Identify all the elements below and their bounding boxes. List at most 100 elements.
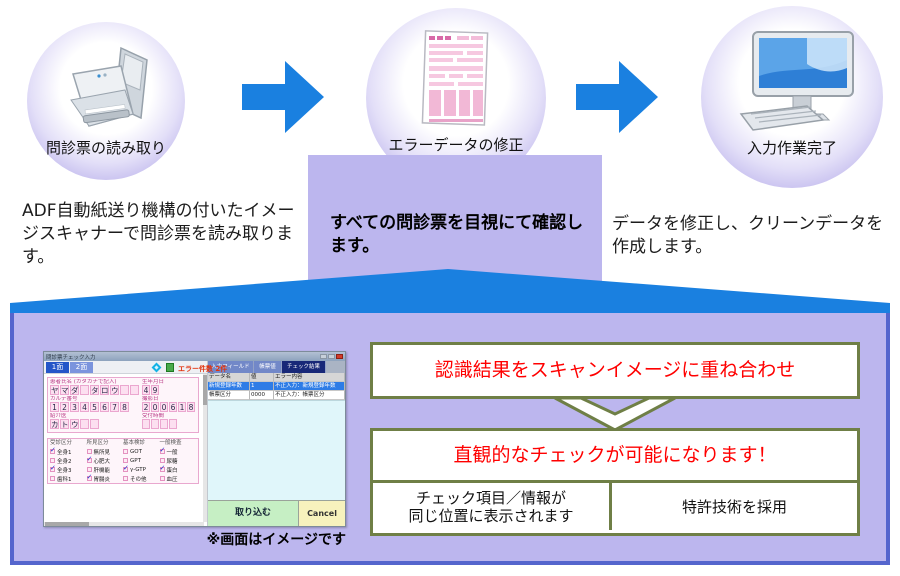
checkbox[interactable]: ✓ <box>86 455 93 463</box>
form-toolbar: 1面 2面 エラー件数 2件 <box>44 361 227 374</box>
diamond-icon <box>151 362 162 373</box>
checkbox-label: 蛋白 <box>166 467 178 474</box>
visual-check-note: すべての問診票を目視にて確認します。 <box>308 155 602 285</box>
checkbox[interactable] <box>50 476 55 481</box>
maximize-button[interactable] <box>328 354 335 359</box>
handwriting-cell[interactable]: 8 <box>187 402 195 412</box>
page-tab-2[interactable]: 2面 <box>70 362 93 373</box>
handwriting-cell[interactable] <box>80 385 89 395</box>
minimize-button[interactable] <box>320 354 327 359</box>
scanner-icon <box>70 46 148 127</box>
sheet-icon <box>166 363 174 372</box>
feature-cell-patent: 特許技術を採用 <box>681 497 787 516</box>
handwriting-cell[interactable]: ト <box>60 419 69 429</box>
checkbox-label: 胃腸炎 <box>93 476 111 483</box>
handwriting-cell[interactable]: ウ <box>110 385 119 395</box>
field-label: 生年月日 <box>142 379 165 385</box>
result-area <box>208 400 345 500</box>
checkbox-label: GOT <box>130 448 142 455</box>
checkbox[interactable]: ✓ <box>86 473 93 481</box>
handwriting-cell[interactable]: マ <box>60 385 69 395</box>
handwriting-cell[interactable]: ダ <box>70 385 79 395</box>
check-column-header: 基本検診 <box>123 440 146 446</box>
handwriting-cell[interactable]: タ <box>90 385 99 395</box>
cancel-button[interactable]: Cancel <box>299 501 345 526</box>
handwriting-cell[interactable]: 0 <box>151 402 159 412</box>
checkbox[interactable]: ✓ <box>159 464 166 472</box>
checkbox[interactable] <box>50 458 55 463</box>
step-label-edit: エラーデータの修正 <box>388 136 524 154</box>
checkbox-label: 歯科1 <box>57 476 72 483</box>
checkbox[interactable] <box>86 467 92 472</box>
handwriting-cell[interactable]: 9 <box>151 385 159 395</box>
checkbox-label: 肝機能 <box>93 467 111 474</box>
field-label: カルテ番号 <box>50 396 78 402</box>
checkbox[interactable] <box>159 476 165 481</box>
horizontal-scrollbar[interactable] <box>44 522 204 526</box>
panel-tab-check-result[interactable]: チェック結果 <box>282 361 326 373</box>
handwriting-cell[interactable]: 6 <box>100 402 109 412</box>
checkbox[interactable] <box>123 476 128 481</box>
handwriting-cell[interactable] <box>142 419 150 429</box>
checkbox[interactable] <box>123 449 128 454</box>
field-label: 受付時間 <box>142 413 165 419</box>
panel-tab-input-field[interactable]: 入力フィールド <box>208 361 254 373</box>
handwriting-cell[interactable]: 2 <box>142 402 150 412</box>
checkbox[interactable] <box>123 458 128 463</box>
handwriting-cell[interactable]: カ <box>50 419 59 429</box>
checkbox-label: 全身1 <box>57 449 72 456</box>
check-column-header: 一般検査 <box>159 440 182 446</box>
handwriting-cell[interactable]: 4 <box>80 402 89 412</box>
handwriting-cell[interactable]: 1 <box>178 402 186 412</box>
handwriting-cell[interactable] <box>151 419 159 429</box>
import-button[interactable]: 取り込む <box>208 501 299 526</box>
checkbox[interactable] <box>86 449 92 454</box>
checkbox-label: その他 <box>130 476 147 483</box>
handwriting-cell[interactable]: 2 <box>60 402 69 412</box>
step-label-scan: 問診票の読み取り <box>45 139 166 157</box>
field-label: 紹介医 <box>50 413 67 419</box>
handwriting-cell[interactable] <box>169 419 177 429</box>
benefit-box: 直観的なチェックが可能になります！ チェック項目／情報が 同じ位置に表示されます… <box>370 428 860 536</box>
page-tab-1[interactable]: 1面 <box>46 362 69 373</box>
handwriting-cell[interactable]: 6 <box>169 402 177 412</box>
checkbox-label: γ-GTP <box>130 466 146 473</box>
step-circle-scan <box>27 22 185 180</box>
panel-tabs: 入力フィールド 帳票値 チェック結果 <box>208 361 345 373</box>
step-description-scan: ADF自動紙送り機構の付いたイメージスキャナーで問診票を読み取ります。 <box>22 201 295 267</box>
checkbox[interactable]: ✓ <box>50 446 56 454</box>
checkbox[interactable]: ✓ <box>123 464 129 472</box>
handwriting-cell[interactable] <box>120 385 129 395</box>
checkbox-label: 無所見 <box>93 449 111 456</box>
checkbox[interactable]: ✓ <box>50 464 56 472</box>
vertical-scrollbar[interactable] <box>203 374 208 522</box>
checkbox-label: 全身2 <box>57 458 72 465</box>
handwriting-cell[interactable]: ロ <box>100 385 109 395</box>
checkbox-label: 血圧 <box>166 476 178 483</box>
handwriting-cell[interactable]: 0 <box>160 402 168 412</box>
close-button[interactable] <box>336 354 343 359</box>
handwriting-cell[interactable] <box>130 385 139 395</box>
app-window: 問診票チェック入力 1面 2面 エラー件数 2件 患者氏名 (カタカナで記入)ヤ… <box>43 351 346 527</box>
step-description-done: データを修正し、クリーンデータを作成します。 <box>612 214 884 257</box>
handwriting-cell[interactable]: 5 <box>90 402 99 412</box>
handwriting-cell[interactable]: 8 <box>120 402 129 412</box>
handwriting-cell[interactable]: 3 <box>70 402 79 412</box>
handwriting-cell[interactable]: 7 <box>110 402 119 412</box>
checkbox[interactable] <box>159 458 165 463</box>
handwriting-cell[interactable]: 4 <box>142 385 150 395</box>
handwriting-cell[interactable]: ウ <box>70 419 79 429</box>
handwriting-cell[interactable] <box>90 419 99 429</box>
handwriting-cell[interactable] <box>80 419 89 429</box>
handwriting-cell[interactable]: ヤ <box>50 385 59 395</box>
handwriting-cell[interactable]: 1 <box>50 402 59 412</box>
checkbox[interactable]: ✓ <box>159 446 166 454</box>
handwriting-cell[interactable] <box>160 419 168 429</box>
overlay-feature-box: 認識結果をスキャンイメージに重ね合わせ <box>370 342 860 399</box>
panel-tab-form-value[interactable]: 帳票値 <box>254 361 282 373</box>
